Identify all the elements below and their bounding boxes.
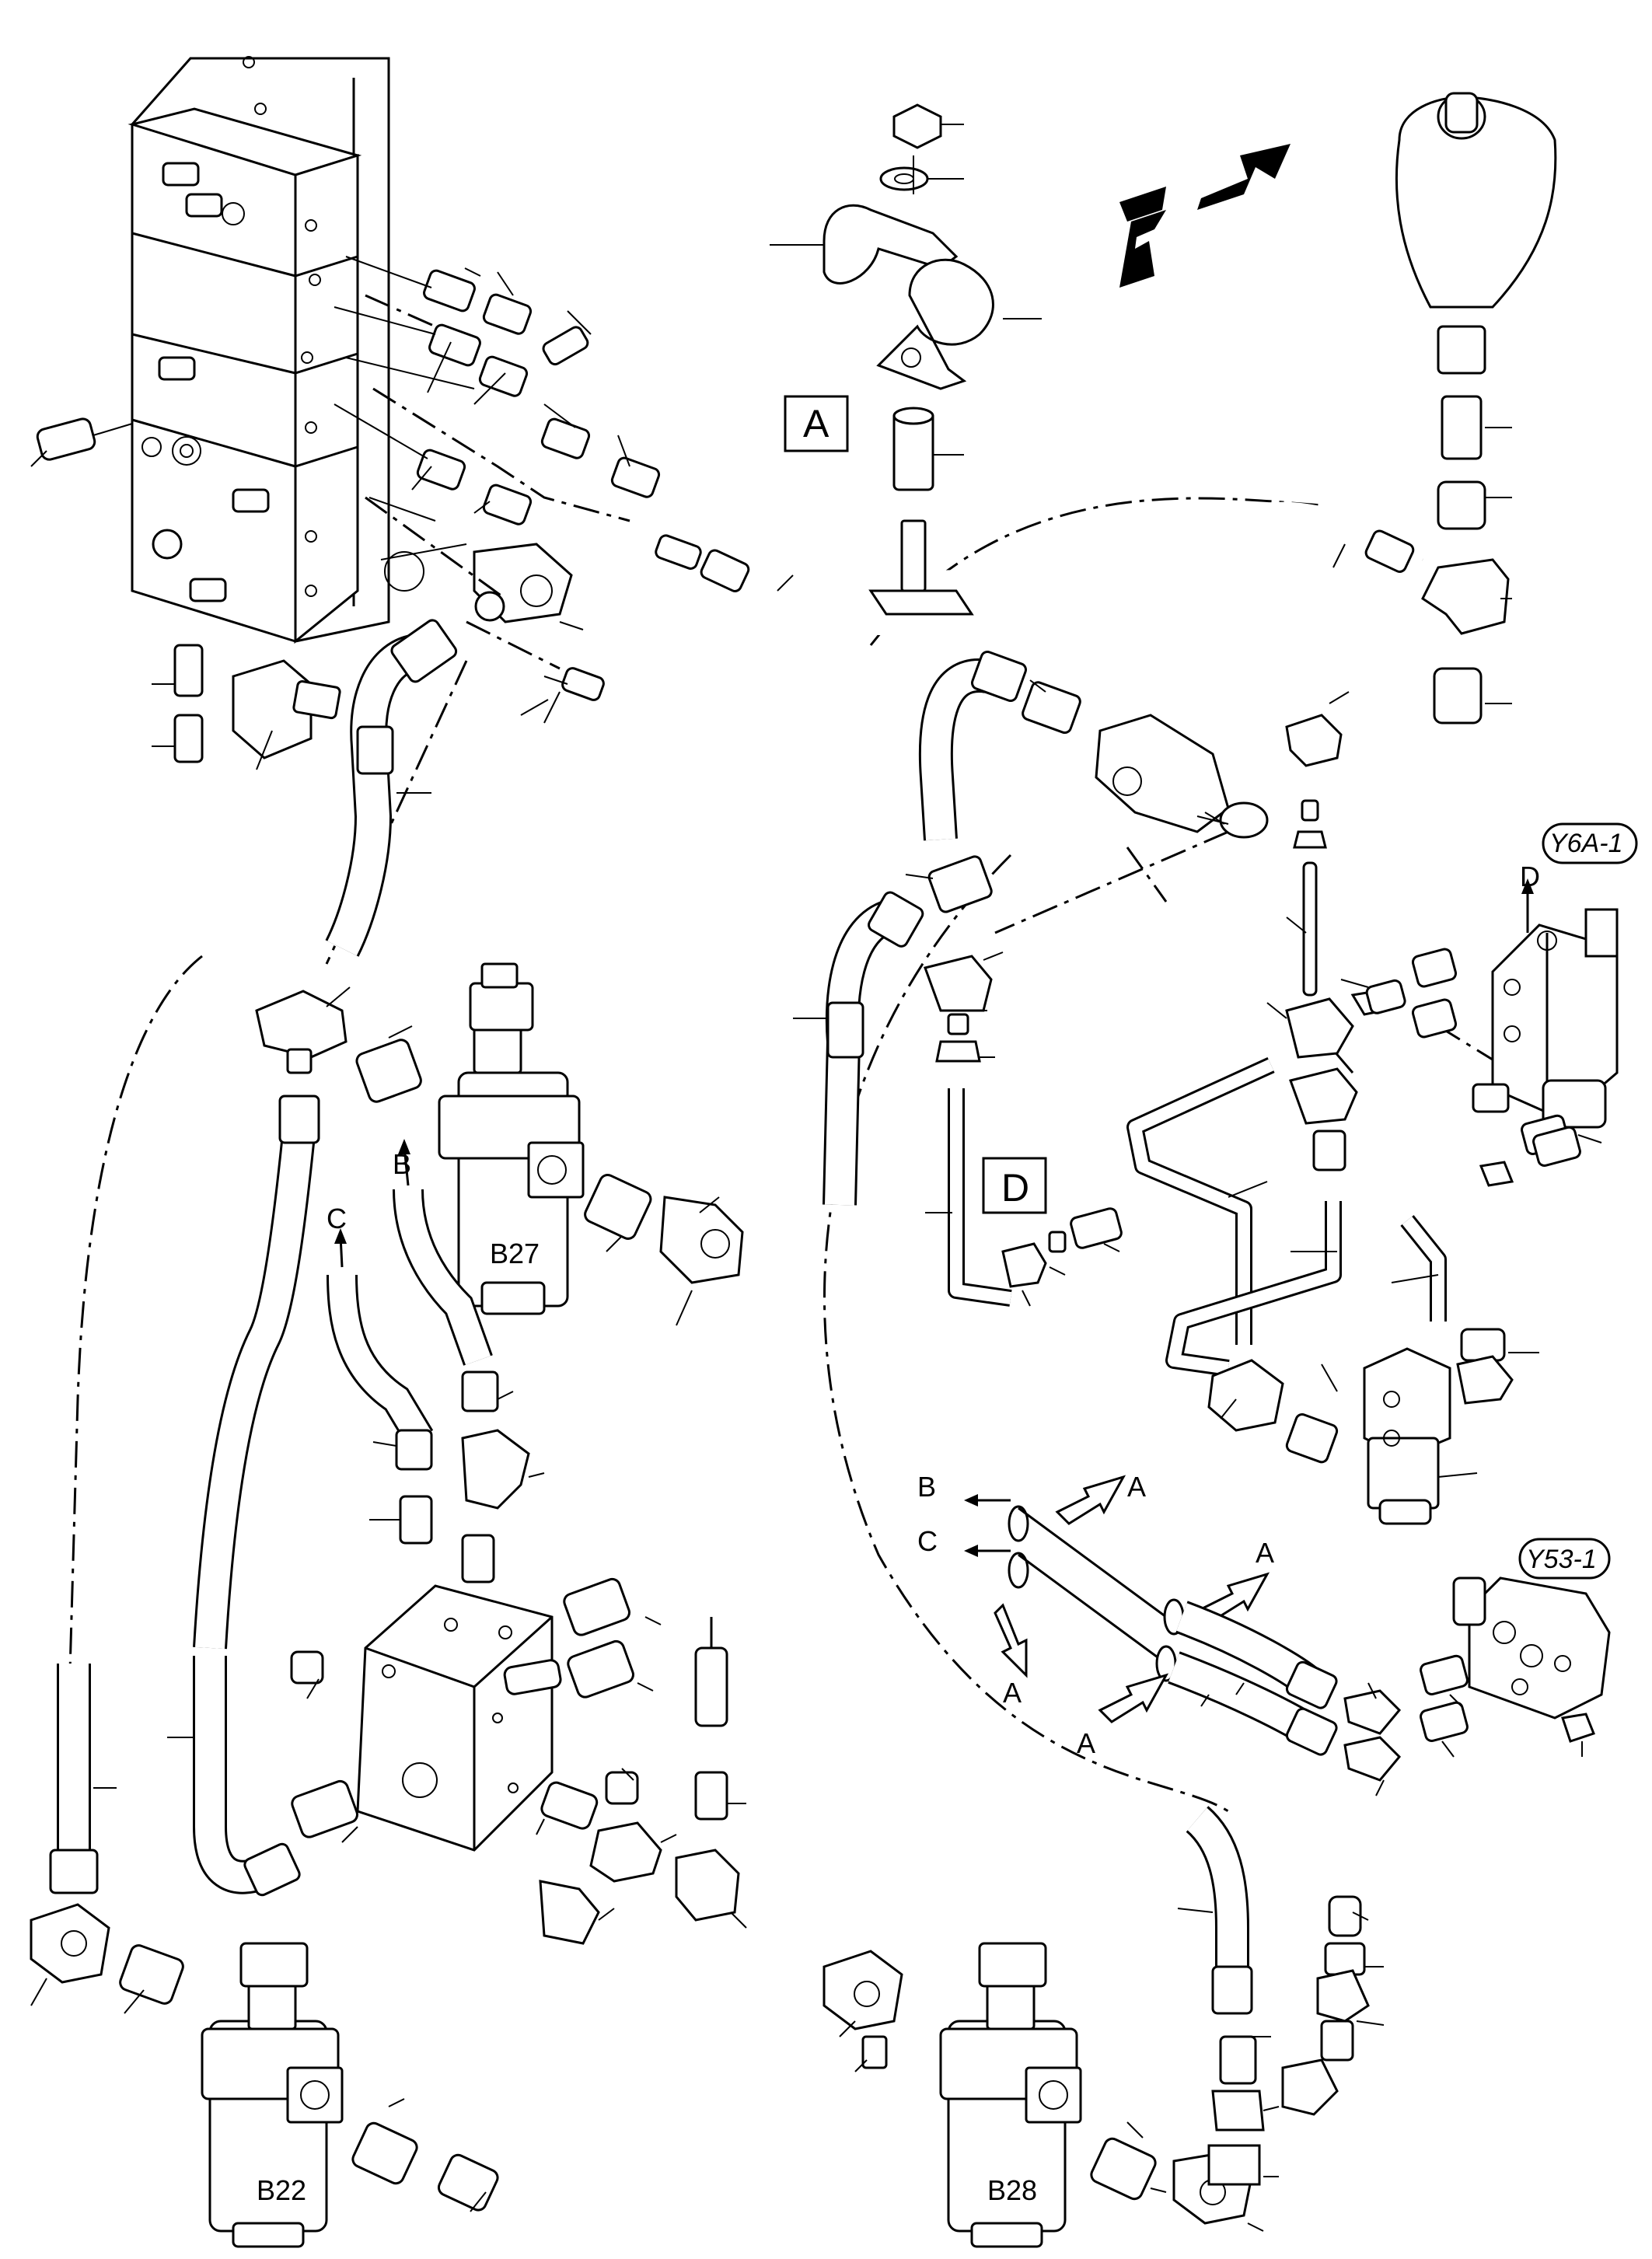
label-y6a: Y6A-1 (1549, 829, 1623, 858)
manifold-block (290, 1577, 747, 1945)
detail-a-label: A (803, 402, 829, 445)
hose-left-main (325, 619, 458, 957)
detail-d-fittings (924, 951, 1123, 1307)
label-b27: B27 (490, 1238, 540, 1269)
legend-label-a3: A (1003, 1677, 1022, 1709)
valve-y6a: Y6A-1 D (1472, 822, 1638, 1187)
filter-b22: B22 (30, 1903, 499, 2248)
legend-label-a2: A (1256, 1537, 1274, 1569)
legend-label-b: B (917, 1471, 936, 1503)
valve-body-right (905, 679, 1350, 913)
rigid-pipes-detail-d (1126, 799, 1458, 1464)
valve-y6a-tag-bg (1542, 822, 1638, 864)
valve-y53-tag-bg (1518, 1538, 1611, 1580)
arrow-label-c: C (327, 1203, 347, 1234)
filter-b27: B27 (255, 962, 744, 1326)
right-middle-hoses (793, 651, 1027, 1206)
arrow-label-d: D (1520, 861, 1540, 892)
label-b22: B22 (257, 2174, 306, 2206)
valve-y53: Y53-1 (1452, 1538, 1611, 1757)
forward-arrow (1119, 144, 1291, 288)
legend-label-a1: A (1127, 1471, 1146, 1503)
detail-a-box (784, 395, 849, 452)
block-fittings (36, 269, 702, 763)
detail-d-box (982, 1157, 1047, 1214)
valve-block-stack (127, 56, 424, 644)
hose-top (700, 501, 1428, 636)
hoses-lower-left (49, 1656, 301, 1897)
hoses-b-c: B C (193, 1095, 545, 1650)
hose-b28 (1177, 1806, 1253, 2015)
legend-label-c: C (917, 1525, 938, 1557)
routing-legend: B C A A A A (917, 1471, 1469, 1796)
filter-b28: B28 (823, 1895, 1385, 2248)
detail-a-clamp (770, 103, 1042, 616)
block-leader-lines (30, 256, 630, 770)
accumulator (1395, 92, 1557, 724)
legend-label-a4: A (1077, 1727, 1095, 1759)
solenoid-valve-mid (1363, 1328, 1539, 1525)
label-b28: B28 (987, 2174, 1037, 2206)
detail-d-label: D (1001, 1166, 1029, 1210)
label-y53: Y53-1 (1526, 1545, 1597, 1574)
routing-lines (68, 294, 1540, 1813)
